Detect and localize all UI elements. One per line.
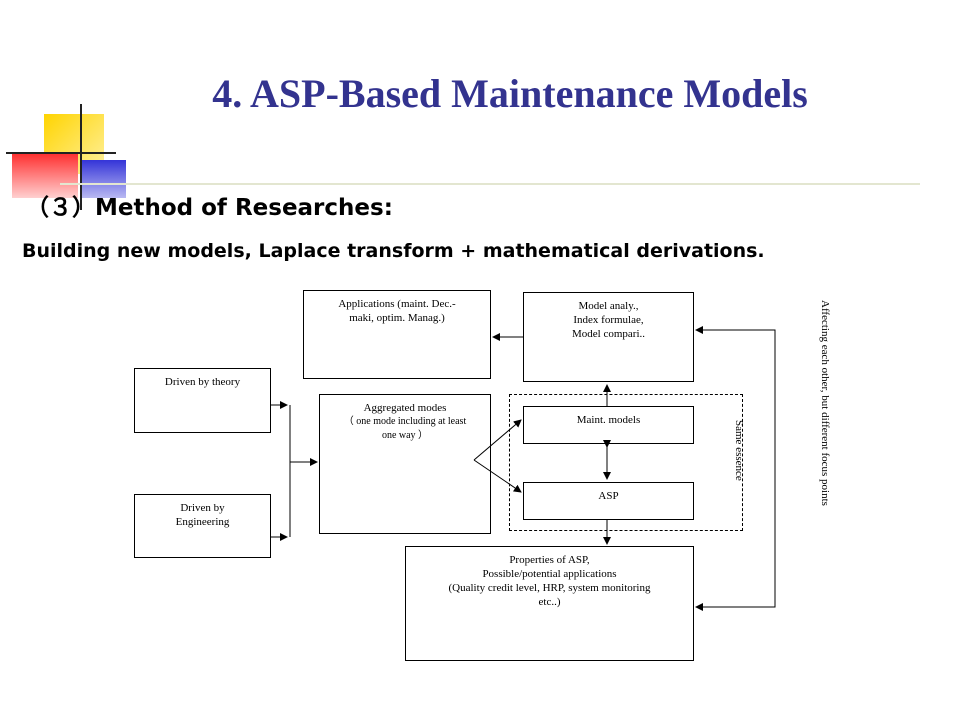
- applications-line-1: Applications (maint. Dec.-: [338, 298, 456, 310]
- aggregated-modes-line-3: one way ）: [381, 430, 429, 441]
- affecting-label: Affecting each other, but different focu…: [819, 300, 831, 506]
- driven-by-engineering-box: Driven by Engineering: [134, 494, 271, 558]
- model-analysis-line-2: Index formulae,: [573, 314, 644, 326]
- applications-line-2: maki, optim. Manag.): [349, 312, 445, 324]
- applications-box: Applications (maint. Dec.- maki, optim. …: [303, 290, 491, 379]
- driven-by-engineering-line-2: Engineering: [175, 516, 230, 528]
- subheading: （３）Method of Researches:: [26, 195, 393, 221]
- deco-vertical-line: [80, 104, 82, 210]
- model-analysis-line-3: Model compari..: [571, 328, 645, 340]
- arrow-aggregated-to-asp: [473, 459, 522, 493]
- properties-line-3: (Quality credit level, HRP, system monit…: [448, 582, 651, 594]
- deco-horizontal-line: [6, 152, 116, 154]
- model-analysis-box: Model analy., Index formulae, Model comp…: [523, 292, 694, 382]
- asp-label: ASP: [598, 490, 619, 502]
- aggregated-modes-box: Aggregated modes （ one mode including at…: [319, 394, 491, 534]
- properties-line-2: Possible/potential applications: [482, 568, 617, 580]
- aggregated-modes-line-1: Aggregated modes: [363, 402, 447, 414]
- description-text: Building new models, Laplace transform +…: [22, 240, 765, 262]
- properties-box: Properties of ASP, Possible/potential ap…: [405, 546, 694, 661]
- properties-line-1: Properties of ASP,: [509, 554, 590, 566]
- slide-title: 4. ASP-Based Maintenance Models: [212, 71, 808, 116]
- feedback-loop-line: [696, 329, 776, 608]
- driven-by-engineering-line-1: Driven by: [180, 502, 225, 514]
- aggregated-modes-line-2: （ one mode including at least: [343, 416, 467, 427]
- maint-models-label: Maint. models: [576, 414, 641, 426]
- driven-by-theory-box: Driven by theory: [134, 368, 271, 433]
- properties-line-4: etc..): [538, 596, 561, 608]
- model-analysis-line-1: Model analy.,: [578, 300, 639, 312]
- same-essence-label: Same essence: [733, 420, 745, 481]
- deco-red-square: [12, 152, 78, 198]
- deco-blue-square: [80, 160, 126, 198]
- asp-box: ASP: [523, 482, 694, 520]
- maint-models-box: Maint. models: [523, 406, 694, 444]
- title-divider: [60, 183, 920, 185]
- same-essence-group: [509, 394, 743, 531]
- arrow-aggregated-to-maint: [473, 419, 522, 461]
- driven-by-theory-label: Driven by theory: [164, 376, 241, 388]
